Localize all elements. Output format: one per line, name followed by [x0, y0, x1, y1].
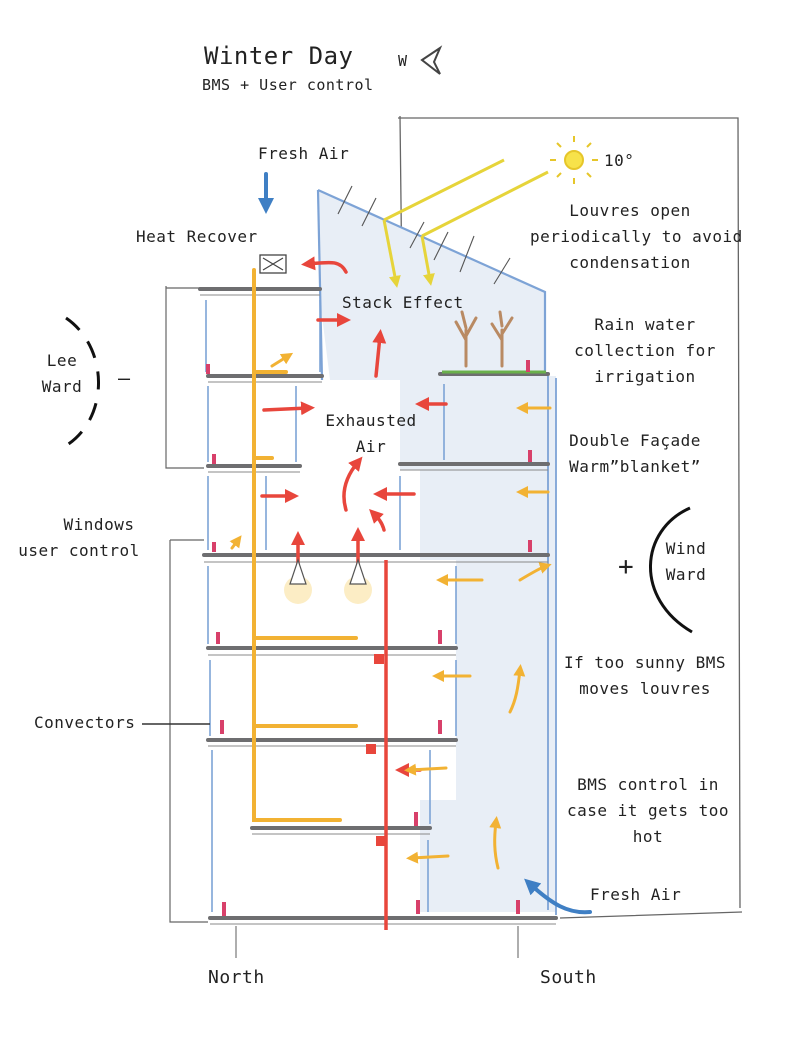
lee-ward-arc: [61, 316, 100, 450]
wind-ward-arc: [649, 506, 693, 634]
stack-effect-label: Stack Effect: [342, 293, 464, 312]
supply-air-arrows: [229, 352, 552, 870]
lee-ward-sign: –: [118, 366, 131, 390]
window-lines: [205, 300, 457, 912]
south-label: South: [540, 967, 597, 988]
supply-air-duct: [252, 268, 358, 822]
north-label: North: [208, 967, 265, 988]
compass-letter: W: [398, 52, 408, 70]
sun-angle-label: 10°: [604, 151, 635, 170]
compass-arrow-icon: [420, 45, 443, 75]
fresh-air-arrows: [258, 172, 592, 915]
sun-icon: [550, 136, 598, 184]
warm-air-arrows: [260, 256, 448, 777]
louvre-marks: [337, 185, 511, 285]
convectors-label: Convectors: [34, 713, 136, 732]
sun-rays: [382, 158, 549, 288]
convectors: [206, 360, 532, 916]
glazed-roof-and-facade: [316, 188, 557, 915]
foundation-lines: [235, 926, 519, 958]
wind-ward-sign: +: [618, 552, 634, 582]
page-title: Winter Day: [204, 42, 354, 70]
roof-garden-trees: [454, 310, 514, 368]
light-fittings: [284, 558, 372, 604]
page-subtitle: BMS + User control: [202, 76, 374, 94]
fresh-air-top-label: Fresh Air: [258, 144, 350, 163]
heat-recover-label: Heat Recover: [136, 227, 258, 246]
fresh-air-bottom-label: Fresh Air: [590, 885, 682, 904]
lee-side-bracket: [165, 286, 208, 923]
slab-undersides: [200, 294, 556, 925]
